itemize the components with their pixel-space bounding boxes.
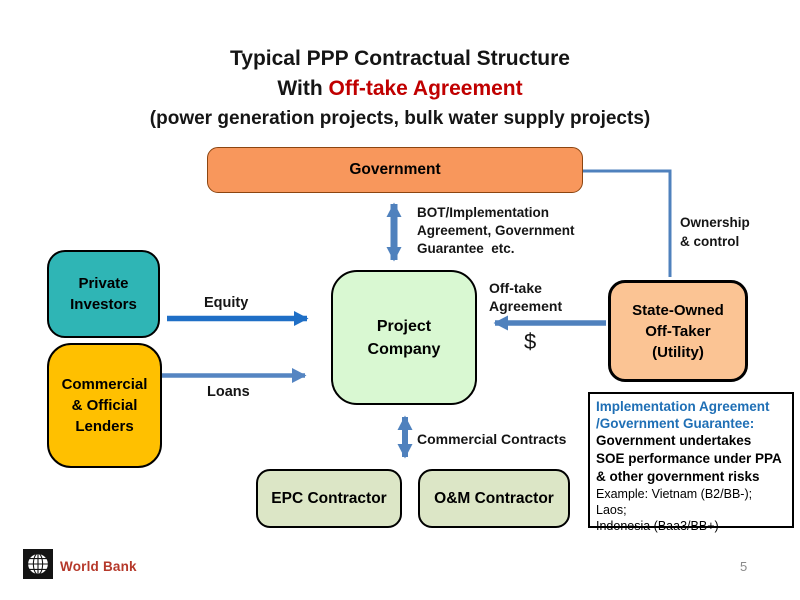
ownership-connector-line [583,169,672,277]
equity-label: Equity [204,295,249,311]
lenders-box: Commercial & Official Lenders [47,343,162,468]
impl-note-body-1: Government undertakes [596,433,752,448]
impl-note-title-2: /Government Guarantee: [596,416,755,431]
title-line-2: With Off-take Agreement [0,74,800,104]
project-company-box: Project Company [331,270,477,405]
impl-note-title-1: Implementation Agreement [596,399,770,414]
dollar-label: $ [524,329,537,354]
implementation-note-box: Implementation Agreement /Government Gua… [588,392,794,533]
impl-note-example-1: Example: Vietnam (B2/BB-); Laos; [596,487,753,517]
title-line-2-highlight: Off-take Agreement [328,77,523,100]
commercial-contracts-label: Commercial Contracts [417,431,567,447]
epc-contractor-box: EPC Contractor [256,469,402,528]
om-contractor-box: O&M Contractor [418,469,570,528]
bot-agreement-label: BOT/Implementation Agreement, Government… [417,205,575,256]
private-investors-box: Private Investors [47,250,160,338]
world-bank-logo-text: World Bank [60,559,137,574]
impl-note-body-2: SOE performance under PPA [596,451,782,466]
state-owned-offtaker-box: State-Owned Off-Taker (Utility) [608,280,748,382]
slide-title: Typical PPP Contractual Structure With O… [0,44,800,134]
ownership-control-label: Ownership & control [680,215,750,249]
loans-label: Loans [207,384,250,400]
government-box: Government [207,147,583,193]
title-line-1: Typical PPP Contractual Structure [230,47,570,70]
impl-note-example-2: Indonesia (Baa3/BB+) [596,519,719,533]
offtake-agreement-label: Off-take Agreement [489,280,563,314]
page-number: 5 [740,559,748,574]
title-line-2-prefix: With [277,77,329,100]
impl-note-body-3: & other government risks [596,469,760,484]
world-bank-globe-icon [23,549,53,579]
title-line-3: (power generation projects, bulk water s… [149,108,651,129]
